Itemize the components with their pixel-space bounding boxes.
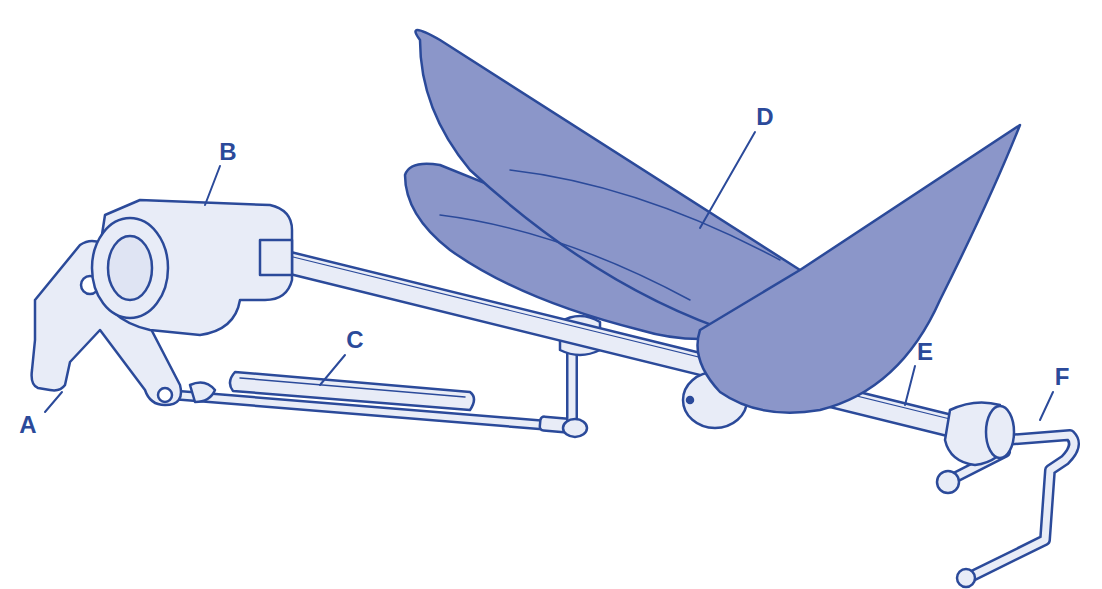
callout-letter: B [219,140,236,164]
callout-letter: D [756,105,773,129]
callout-letter: E [917,340,933,364]
callout-letter: A [19,413,36,437]
callout-letter: C [346,328,363,352]
callout-letter: F [1055,365,1070,389]
